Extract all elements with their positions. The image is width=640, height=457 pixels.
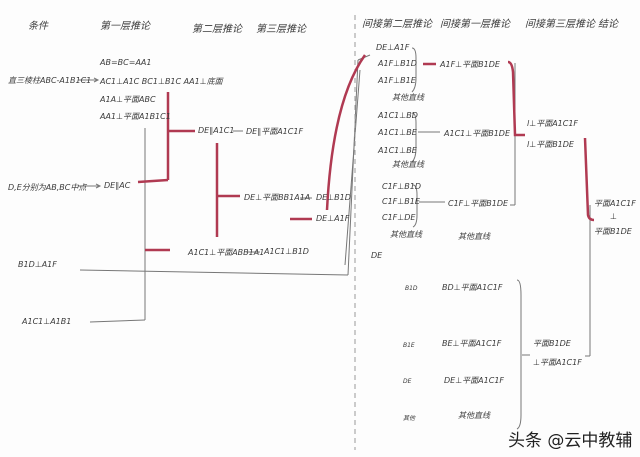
indirect-item: DE⊥A1F [376, 43, 410, 52]
third-layer-item: DE⊥A1F [316, 214, 350, 223]
indirect-result: A1F⊥平面B1DE [440, 60, 500, 69]
lower-pre: B1E [403, 342, 415, 349]
lower-item: BD⊥平面A1C1F [442, 283, 503, 292]
other-lines: 其他直线 [458, 232, 490, 241]
condition: A1C1⊥A1B1 [22, 317, 72, 326]
indirect-result: A1C1⊥平面B1DE [444, 129, 510, 138]
indirect-item: A1C1⊥BE [378, 146, 417, 155]
condition: B1D⊥A1F [18, 260, 57, 269]
lower-item: 其他直线 [458, 411, 490, 420]
indirect-item: A1F⊥B1E [378, 76, 416, 85]
indirect-item: 其他直线 [390, 230, 422, 239]
header-conclusion: 结论 [598, 19, 618, 30]
header-indirect-first: 间接第一层推论 [440, 19, 510, 30]
indirect-item: C1F⊥B1E [382, 197, 420, 206]
header-indirect-third: 间接第三层推论 [525, 19, 595, 30]
header-indirect-second: 间接第二层推论 [362, 19, 432, 30]
lower-pre: 其他 [403, 415, 416, 422]
first-layer-item: AC1⊥A1C BC1⊥B1C AA1⊥底面 [100, 77, 223, 86]
watermark: 头条 @云中教辅 [508, 431, 633, 451]
conclusion-plane-2: 平面B1DE [594, 227, 632, 236]
indirect-result: C1F⊥平面B1DE [448, 199, 509, 208]
second-layer-item: DE⊥平面BB1A1A [244, 193, 311, 202]
lower-result: 平面B1DE [533, 339, 571, 348]
first-layer-item: AB=BC=AA1 [100, 58, 152, 67]
lower-item: BE⊥平面A1C1F [442, 339, 502, 348]
indirect-item: A1C1⊥BE [378, 128, 417, 137]
header-first-layer: 第一层推论 [100, 21, 150, 32]
indirect-item: C1F⊥DE [382, 213, 416, 222]
second-layer-item: DE∥A1C1 [198, 126, 235, 135]
indirect-third-item: l⊥平面A1C1F [527, 119, 579, 128]
indirect-item: A1F⊥B1D [378, 59, 417, 68]
indirect-item: 其他直线 [392, 160, 424, 169]
first-layer-item: AA1⊥平面A1B1C1 [100, 112, 171, 121]
lower-result: ⊥平面A1C1F [533, 358, 582, 367]
first-layer-item: A1A⊥平面ABC [100, 95, 156, 104]
conclusion-perp: ⊥ [610, 212, 617, 221]
indirect-item: A1C1⊥BD [378, 111, 418, 120]
header-third-layer: 第三层推论 [256, 24, 306, 35]
condition: 直三棱柱ABC-A1B1C1 [8, 76, 92, 85]
second-layer-item: DE∥平面A1C1F [246, 127, 304, 136]
second-layer-item: A1C1⊥平面ABB1A1 [188, 248, 265, 257]
first-layer-item: DE∥AC [104, 181, 131, 190]
lower-item: DE⊥平面A1C1F [444, 376, 505, 385]
second-layer-item: A1C1⊥B1D [264, 247, 309, 256]
header-second-layer: 第二层推论 [192, 24, 242, 35]
indirect-item: 其他直线 [392, 93, 424, 102]
lower-pre: DE [403, 378, 412, 385]
lower-pre: B1D [405, 285, 418, 292]
conclusion-plane-1: 平面A1C1F [594, 199, 636, 208]
third-layer-item: DE⊥B1D [316, 193, 351, 202]
header-conditions: 条件 [28, 21, 48, 32]
indirect-third-item: l⊥平面B1DE [527, 140, 574, 149]
indirect-item: C1F⊥B1D [382, 182, 421, 191]
de-label: DE [371, 251, 383, 260]
condition: D,E分别为AB,BC中点 [8, 183, 87, 192]
